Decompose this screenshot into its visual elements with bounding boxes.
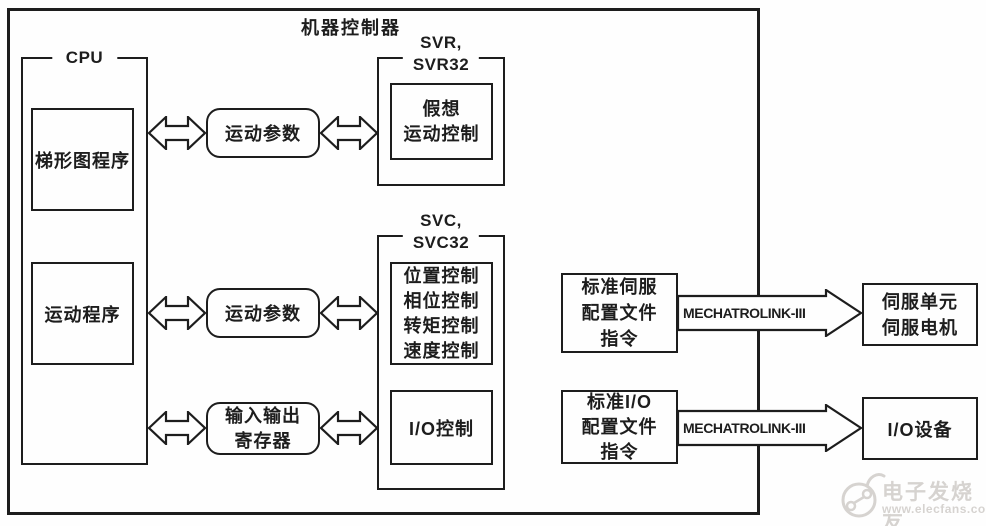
right-arrow-icon (678, 289, 863, 337)
right-arrow-icon (678, 404, 863, 452)
io-profile-commands-label: 标准I/O 配置文件 指令 (581, 391, 658, 462)
motion-params-box-mid: 运动参数 (206, 288, 320, 338)
io-device-box: I/O设备 (862, 397, 978, 460)
io-profile-commands-box: 标准I/O 配置文件 指令 (561, 390, 678, 464)
io-control-label: I/O控制 (408, 418, 474, 439)
watermark-site-name: 电子发烧友 (882, 481, 974, 526)
servo-profile-commands-box: 标准伺服 配置文件 指令 (561, 273, 678, 353)
servo-link-label: MECHATROLINK-III (683, 305, 806, 321)
io-control-box: I/O控制 (390, 390, 493, 465)
svr-label: SVR, SVR32 (402, 32, 480, 76)
virtual-motion-control-label: 假想 运动控制 (403, 98, 480, 144)
bidirectional-arrow-icon (320, 411, 378, 445)
ladder-program-box: 梯形图程序 (31, 108, 134, 211)
virtual-motion-control-box: 假想 运动控制 (390, 83, 493, 160)
io-device-label: I/O设备 (887, 419, 953, 440)
bidirectional-arrow-icon (320, 116, 378, 150)
motion-controls-label: 位置控制 相位控制 转矩控制 速度控制 (403, 265, 480, 361)
motion-params-box-top: 运动参数 (206, 108, 320, 158)
io-registers-box: 输入输出 寄存器 (206, 402, 320, 455)
motion-program-label: 运动程序 (44, 304, 121, 325)
cpu-label: CPU (51, 48, 118, 68)
servo-device-label: 伺服单元 伺服电机 (882, 291, 958, 338)
watermark-site-url: www.elecfans.com (882, 502, 986, 516)
servo-profile-commands-label: 标准伺服 配置文件 指令 (581, 277, 658, 349)
motion-program-box: 运动程序 (31, 262, 134, 365)
motion-params-label-top: 运动参数 (225, 124, 301, 144)
diagram-title: 机器控制器 (301, 18, 401, 38)
svc-label: SVC, SVC32 (402, 210, 480, 254)
svr-box: SVR, SVR32 (377, 32, 505, 186)
cpu-box: CPU (21, 48, 148, 465)
bidirectional-arrow-icon (148, 411, 206, 445)
io-registers-label: 输入输出 寄存器 (225, 405, 301, 451)
elecfans-logo-icon (841, 473, 886, 518)
bidirectional-arrow-icon (148, 116, 206, 150)
ladder-program-label: 梯形图程序 (35, 150, 130, 171)
motion-params-label-mid: 运动参数 (225, 304, 301, 324)
machine-controller-box (7, 8, 760, 515)
bidirectional-arrow-icon (148, 296, 206, 330)
svc-box: SVC, SVC32 (377, 210, 505, 490)
io-link-label: MECHATROLINK-III (683, 420, 806, 436)
bidirectional-arrow-icon (320, 296, 378, 330)
servo-device-box: 伺服单元 伺服电机 (862, 283, 978, 346)
motion-controls-box: 位置控制 相位控制 转矩控制 速度控制 (390, 262, 493, 365)
